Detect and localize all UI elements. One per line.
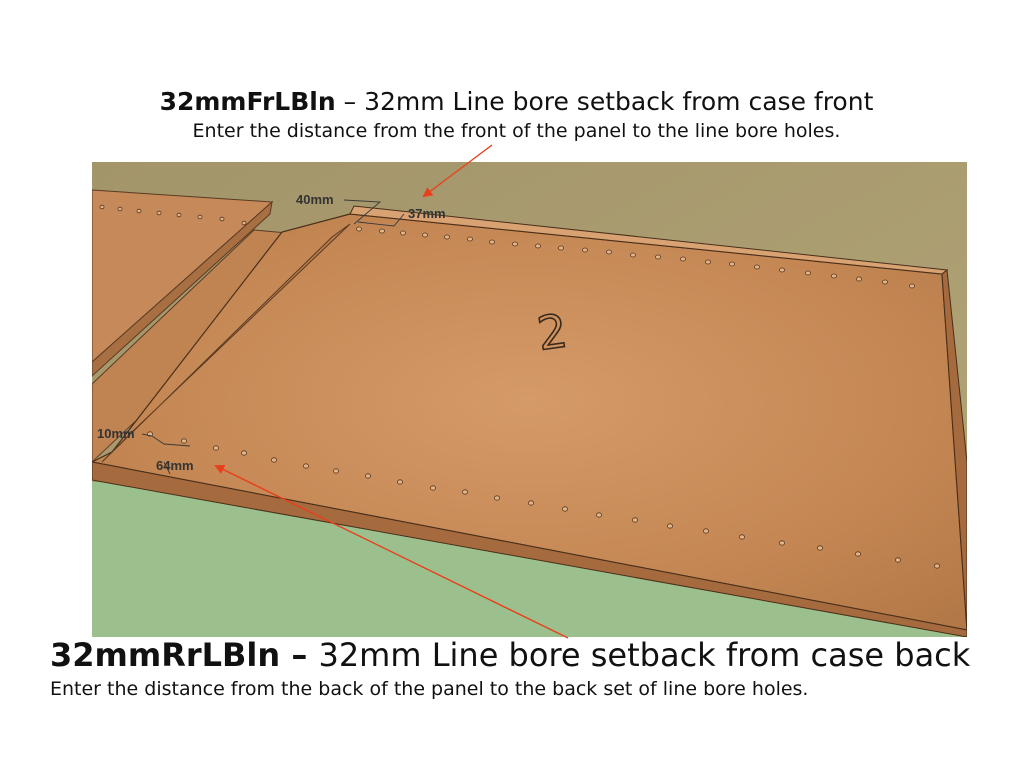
cabinet-panel-illustration: 2 [92, 162, 967, 637]
front-setback-code: 32mmFrLBln [159, 87, 336, 116]
front-setback-separator: – [335, 87, 365, 116]
back-setback-caption: 32mmRrLBln – 32mm Line bore setback from… [50, 634, 1010, 702]
front-setback-description: Enter the distance from the front of the… [192, 120, 841, 142]
left-panel-holes [99, 204, 247, 226]
main-panel-right-edge [941, 269, 967, 631]
back-setback-title-line: 32mmRrLBln – 32mm Line bore setback from… [50, 634, 1010, 676]
dim-back-edge: 10mm [97, 426, 135, 441]
dimension-lines [141, 199, 405, 475]
back-setback-description: Enter the distance from the back of the … [50, 678, 809, 700]
dim-front-outer: 40mm [296, 192, 334, 207]
side-strip [101, 223, 351, 463]
front-setback-caption: 32mmFrLBln – 32mm Line bore setback from… [0, 86, 1033, 144]
back-setback-title: 32mm Line bore setback from case back [318, 636, 971, 674]
left-panel-edge [92, 200, 273, 377]
front-setback-title-line: 32mmFrLBln – 32mm Line bore setback from… [0, 86, 1033, 118]
front-setback-title: 32mm Line bore setback from case front [364, 87, 874, 116]
back-setback-separator: – [280, 636, 319, 674]
dim-back-spacing: 64mm [156, 458, 194, 473]
dim-front-inner: 37mm [408, 206, 446, 221]
back-setback-code: 32mmRrLBln [50, 636, 281, 674]
back-line-bore-holes [356, 226, 915, 289]
